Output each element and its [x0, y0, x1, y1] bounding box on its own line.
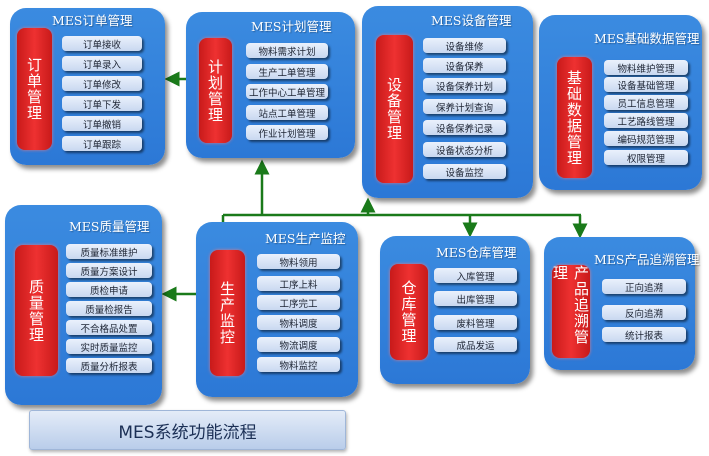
panel-title: MES订单管理: [52, 13, 133, 28]
function-item[interactable]: 入库管理: [434, 268, 517, 283]
function-item[interactable]: 质量方案设计: [66, 263, 152, 278]
module-label[interactable]: 基础数据管理: [557, 57, 592, 178]
function-item[interactable]: 站点工单管理: [246, 105, 328, 120]
function-item[interactable]: 员工信息管理: [604, 95, 688, 110]
module-label[interactable]: 生产监控: [210, 250, 245, 376]
function-item[interactable]: 质量标准维护: [66, 244, 152, 259]
function-item[interactable]: 废料管理: [434, 315, 517, 330]
panel-title: MES生产监控: [265, 231, 346, 246]
function-item[interactable]: 物料调度: [257, 315, 340, 330]
panel-title: MES计划管理: [251, 19, 332, 34]
function-item[interactable]: 订单录入: [62, 56, 142, 71]
function-item[interactable]: 编码规范管理: [604, 131, 688, 146]
function-item[interactable]: 设备维修: [423, 38, 506, 53]
function-item[interactable]: 作业计划管理: [246, 125, 328, 140]
function-item[interactable]: 工序完工: [257, 295, 340, 310]
function-item[interactable]: 订单跟踪: [62, 136, 142, 151]
function-item[interactable]: 订单撤销: [62, 116, 142, 131]
function-item[interactable]: 生产工单管理: [246, 64, 328, 79]
function-item[interactable]: 设备保养记录: [423, 120, 506, 135]
function-item[interactable]: 工艺路线管理: [604, 113, 688, 128]
function-item[interactable]: 订单修改: [62, 76, 142, 91]
module-label[interactable]: 计划管理: [199, 38, 232, 143]
function-item[interactable]: 设备状态分析: [423, 142, 506, 157]
panel-title: MES基础数据管理: [594, 31, 700, 46]
function-item[interactable]: 反向追溯: [602, 305, 686, 320]
diagram-title: MES系统功能流程: [29, 410, 346, 450]
function-item[interactable]: 设备基础管理: [604, 77, 688, 92]
function-item[interactable]: 订单下发: [62, 96, 142, 111]
function-item[interactable]: 统计报表: [602, 327, 686, 342]
module-label[interactable]: 订单管理: [17, 28, 52, 150]
function-item[interactable]: 物料领用: [257, 254, 340, 269]
function-item[interactable]: 工序上料: [257, 276, 340, 291]
function-item[interactable]: 物料需求计划: [246, 43, 328, 58]
function-item[interactable]: 实时质量监控: [66, 339, 152, 354]
module-label[interactable]: 质量管理: [15, 245, 58, 376]
function-item[interactable]: 物料监控: [257, 357, 340, 372]
module-label[interactable]: 产品追溯管理: [551, 265, 590, 358]
function-item[interactable]: 工作中心工单管理: [246, 84, 328, 99]
function-item[interactable]: 设备保养: [423, 58, 506, 73]
module-label[interactable]: 设备管理: [376, 35, 413, 183]
function-item[interactable]: 保养计划查询: [423, 99, 506, 114]
function-item[interactable]: 物料维护管理: [604, 60, 688, 75]
panel-title: MES产品追溯管理: [594, 252, 700, 267]
function-item[interactable]: 质量检报告: [66, 301, 152, 316]
function-item[interactable]: 正向追溯: [602, 279, 686, 294]
module-label[interactable]: 仓库管理: [390, 264, 428, 360]
function-item[interactable]: 质检申请: [66, 282, 152, 297]
function-item[interactable]: 成品发运: [434, 337, 517, 352]
panel-title: MES质量管理: [69, 219, 150, 234]
panel-title: MES设备管理: [431, 13, 512, 28]
function-item[interactable]: 权限管理: [604, 150, 688, 165]
function-item[interactable]: 设备保养计划: [423, 78, 506, 93]
function-item[interactable]: 物流调度: [257, 337, 340, 352]
function-item[interactable]: 不合格品处置: [66, 320, 152, 335]
function-item[interactable]: 订单接收: [62, 36, 142, 51]
panel-title: MES仓库管理: [436, 245, 517, 260]
function-item[interactable]: 质量分析报表: [66, 358, 152, 373]
function-item[interactable]: 设备监控: [423, 164, 506, 179]
function-item[interactable]: 出库管理: [434, 291, 517, 306]
